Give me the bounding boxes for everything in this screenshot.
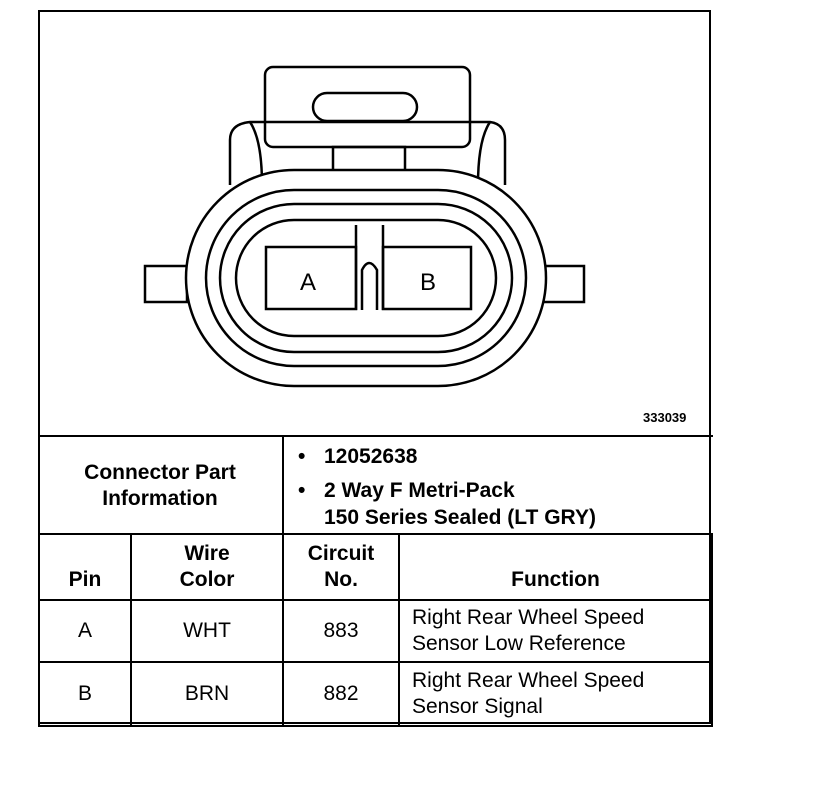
pin-cavity-a	[264, 245, 358, 311]
circuit-cell: 883	[282, 599, 400, 663]
pin-cell: B	[38, 661, 132, 727]
pin-cell: A	[38, 599, 132, 663]
wire-color-cell: BRN	[130, 661, 284, 727]
connector-info-label-line2: Information	[102, 487, 218, 510]
connector-face-outer	[184, 168, 548, 388]
pin-b-label: B	[420, 269, 436, 296]
connector-description-cont: 150 Series Sealed (LT GRY)	[298, 504, 596, 531]
connector-face-seal	[204, 188, 528, 368]
connector-description-line2: 150 Series Sealed (LT GRY)	[324, 506, 596, 529]
connector-description-line1: 2 Way F Metri-Pack	[324, 479, 515, 502]
part-number-item: • 12052638	[298, 443, 596, 470]
bullet: •	[298, 445, 306, 468]
header-function: Function	[398, 533, 713, 601]
bullet: •	[298, 479, 306, 502]
right-mount-ear	[540, 264, 586, 304]
connector-info-list: • 12052638 • 2 Way F Metri-Pack 150 Seri…	[298, 443, 596, 531]
left-mount-ear	[143, 264, 189, 304]
connector-info-label-line1: Connector Part	[84, 461, 236, 484]
connector-drawing: A B	[143, 65, 586, 388]
wire-color-cell: WHT	[130, 599, 284, 663]
figure-number: 333039	[643, 410, 687, 425]
connector-face-inner	[218, 202, 514, 354]
circuit-cell: 882	[282, 661, 400, 727]
connector-info-row: Connector Part Information • 12052638 • …	[38, 435, 713, 535]
connector-description-item: • 2 Way F Metri-Pack	[298, 477, 596, 504]
connector-info-label: Connector Part Information	[38, 437, 284, 535]
locking-tab	[263, 65, 472, 187]
pin-cavity-b	[381, 245, 473, 311]
header-pin: Pin	[38, 533, 132, 601]
part-number: 12052638	[324, 445, 418, 468]
connector-face-cavity	[234, 218, 498, 338]
pin-a-label: A	[300, 269, 316, 296]
